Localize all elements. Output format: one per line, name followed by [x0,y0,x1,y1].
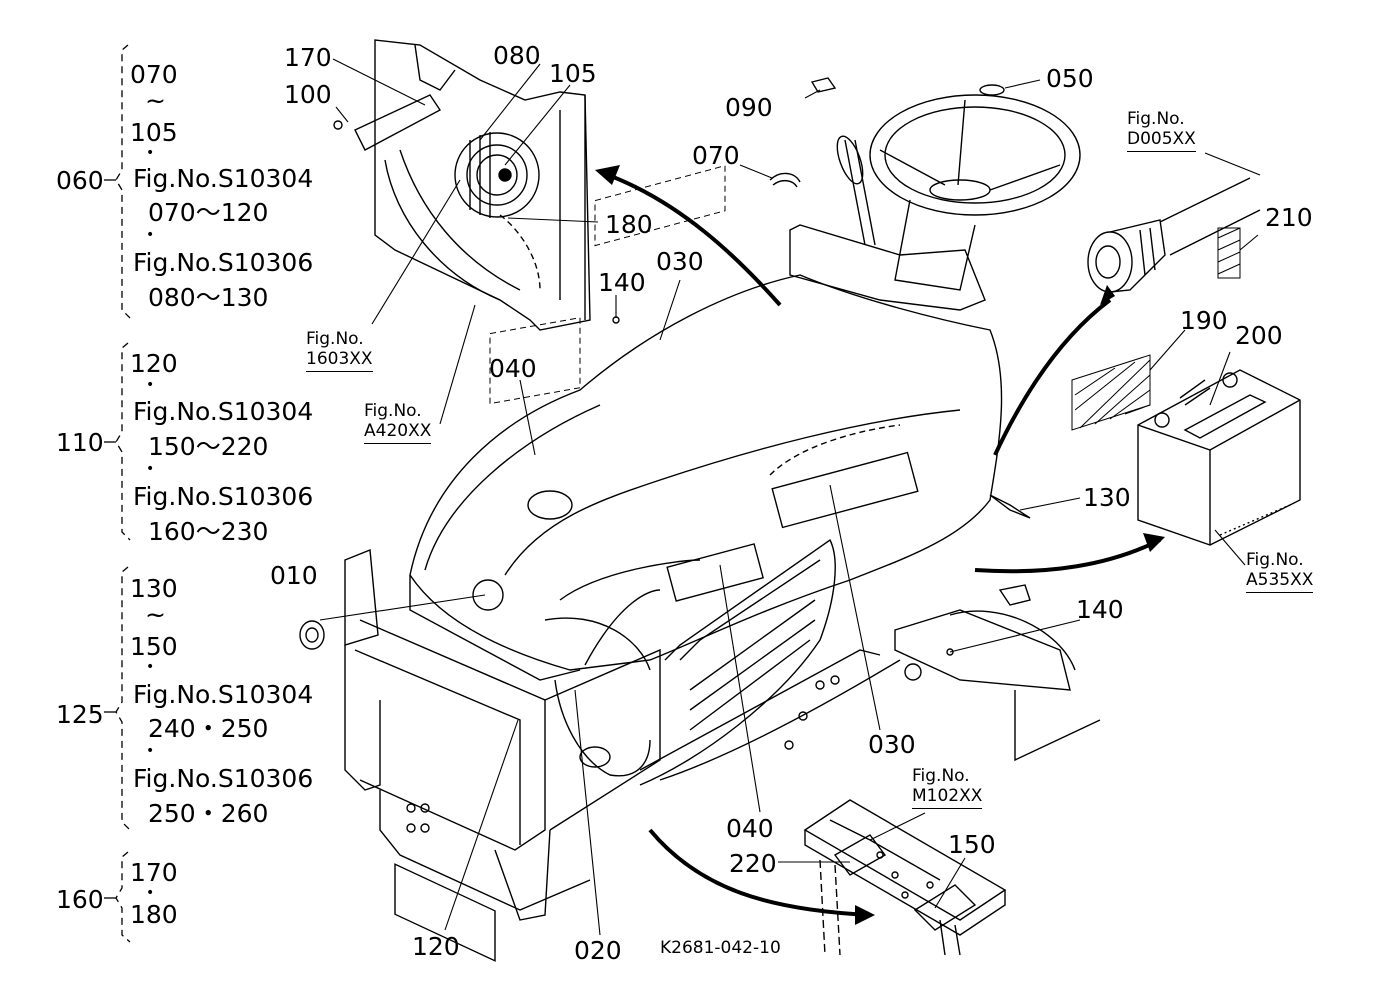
callout-220: 220 [729,849,777,878]
figref-1603xx: Fig.No. 1603XX [306,329,373,373]
group-line: • [146,885,155,901]
leader-lines [319,58,1261,936]
hood-body [409,274,1003,786]
callout-210: 210 [1265,203,1313,232]
group-line: 160～230 [148,517,269,546]
callout-090: 090 [725,93,773,122]
group-line: 070 [130,60,178,89]
figref-code: D005XX [1127,129,1196,153]
callout-150: 150 [948,830,996,859]
group-line: 170 [130,858,178,887]
figref-label: Fig.No. [306,329,364,349]
group-line: ~ [145,86,166,115]
rear-frame [894,584,1101,762]
figref-code: 1603XX [306,349,373,373]
group-ref-060: 060 [56,166,104,195]
callout-100: 100 [284,80,332,109]
group-line: 150～220 [148,432,269,461]
callout-190: 190 [1180,306,1228,335]
callout-040-bottom: 040 [726,814,774,843]
group-line: 150 [130,632,178,661]
battery [1137,369,1301,546]
figref-a535xx: Fig.No. A535XX [1246,550,1314,594]
group-ref-160: 160 [56,885,104,914]
callout-180: 180 [605,210,653,239]
callout-030-bottom: 030 [868,730,916,759]
callout-200: 200 [1235,321,1283,350]
radiator-shroud [354,39,591,331]
group-line: • [146,743,155,759]
group-line: 250・260 [148,799,269,828]
group-line: 105 [130,118,178,147]
group-line: 240・250 [148,714,269,743]
drawing-id: K2681-042-10 [660,938,781,958]
callout-080: 080 [493,41,541,70]
front-frame [344,549,901,962]
group-brackets [115,44,131,943]
callout-020: 020 [574,936,622,965]
group-line: • [146,227,155,243]
group-line: Fig.No.S10304 [133,164,314,193]
group-ref-125: 125 [56,700,104,729]
callout-010: 010 [270,561,318,590]
group-line: Fig.No.S10304 [133,397,314,426]
figref-d005xx: Fig.No. D005XX [1127,109,1196,153]
figref-m102xx: Fig.No. M102XX [912,766,983,810]
figref-label: Fig.No. [1246,550,1304,570]
group-line: Fig.No.S10304 [133,680,314,709]
group-line: 070～120 [148,198,269,227]
figref-code: A420XX [364,421,432,445]
steering-wheel [789,94,1081,311]
group-line: • [146,659,155,675]
figref-code: M102XX [912,786,983,810]
group-line: 180 [130,900,178,929]
callout-105: 105 [549,59,597,88]
reference-arrows [599,170,1161,917]
callout-120: 120 [412,932,460,961]
group-line: Fig.No.S10306 [133,482,314,511]
group-line: 080～130 [148,283,269,312]
figref-code: A535XX [1246,570,1314,594]
group-line: ~ [145,600,166,629]
figref-label: Fig.No. [912,766,970,786]
group-ref-110: 110 [56,428,104,457]
group-line: 120 [130,349,178,378]
callout-050: 050 [1046,64,1094,93]
group-line: Fig.No.S10306 [133,248,314,277]
callout-030-top: 030 [656,247,704,276]
group-line: • [146,461,155,477]
callout-140-top: 140 [598,268,646,297]
callout-070: 070 [692,141,740,170]
callout-130: 130 [1083,483,1131,512]
group-line: Fig.No.S10306 [133,764,314,793]
figref-label: Fig.No. [364,401,422,421]
decals [489,165,1241,431]
callout-170: 170 [284,43,332,72]
callout-140-right: 140 [1076,595,1124,624]
group-line: • [146,377,155,393]
small-parts [299,77,1031,656]
figref-a420xx: Fig.No. A420XX [364,401,432,445]
group-line: • [146,145,155,161]
callout-040-top: 040 [489,354,537,383]
group-line: 130 [130,574,178,603]
figref-label: Fig.No. [1127,109,1185,129]
pto-cover [1087,177,1261,293]
